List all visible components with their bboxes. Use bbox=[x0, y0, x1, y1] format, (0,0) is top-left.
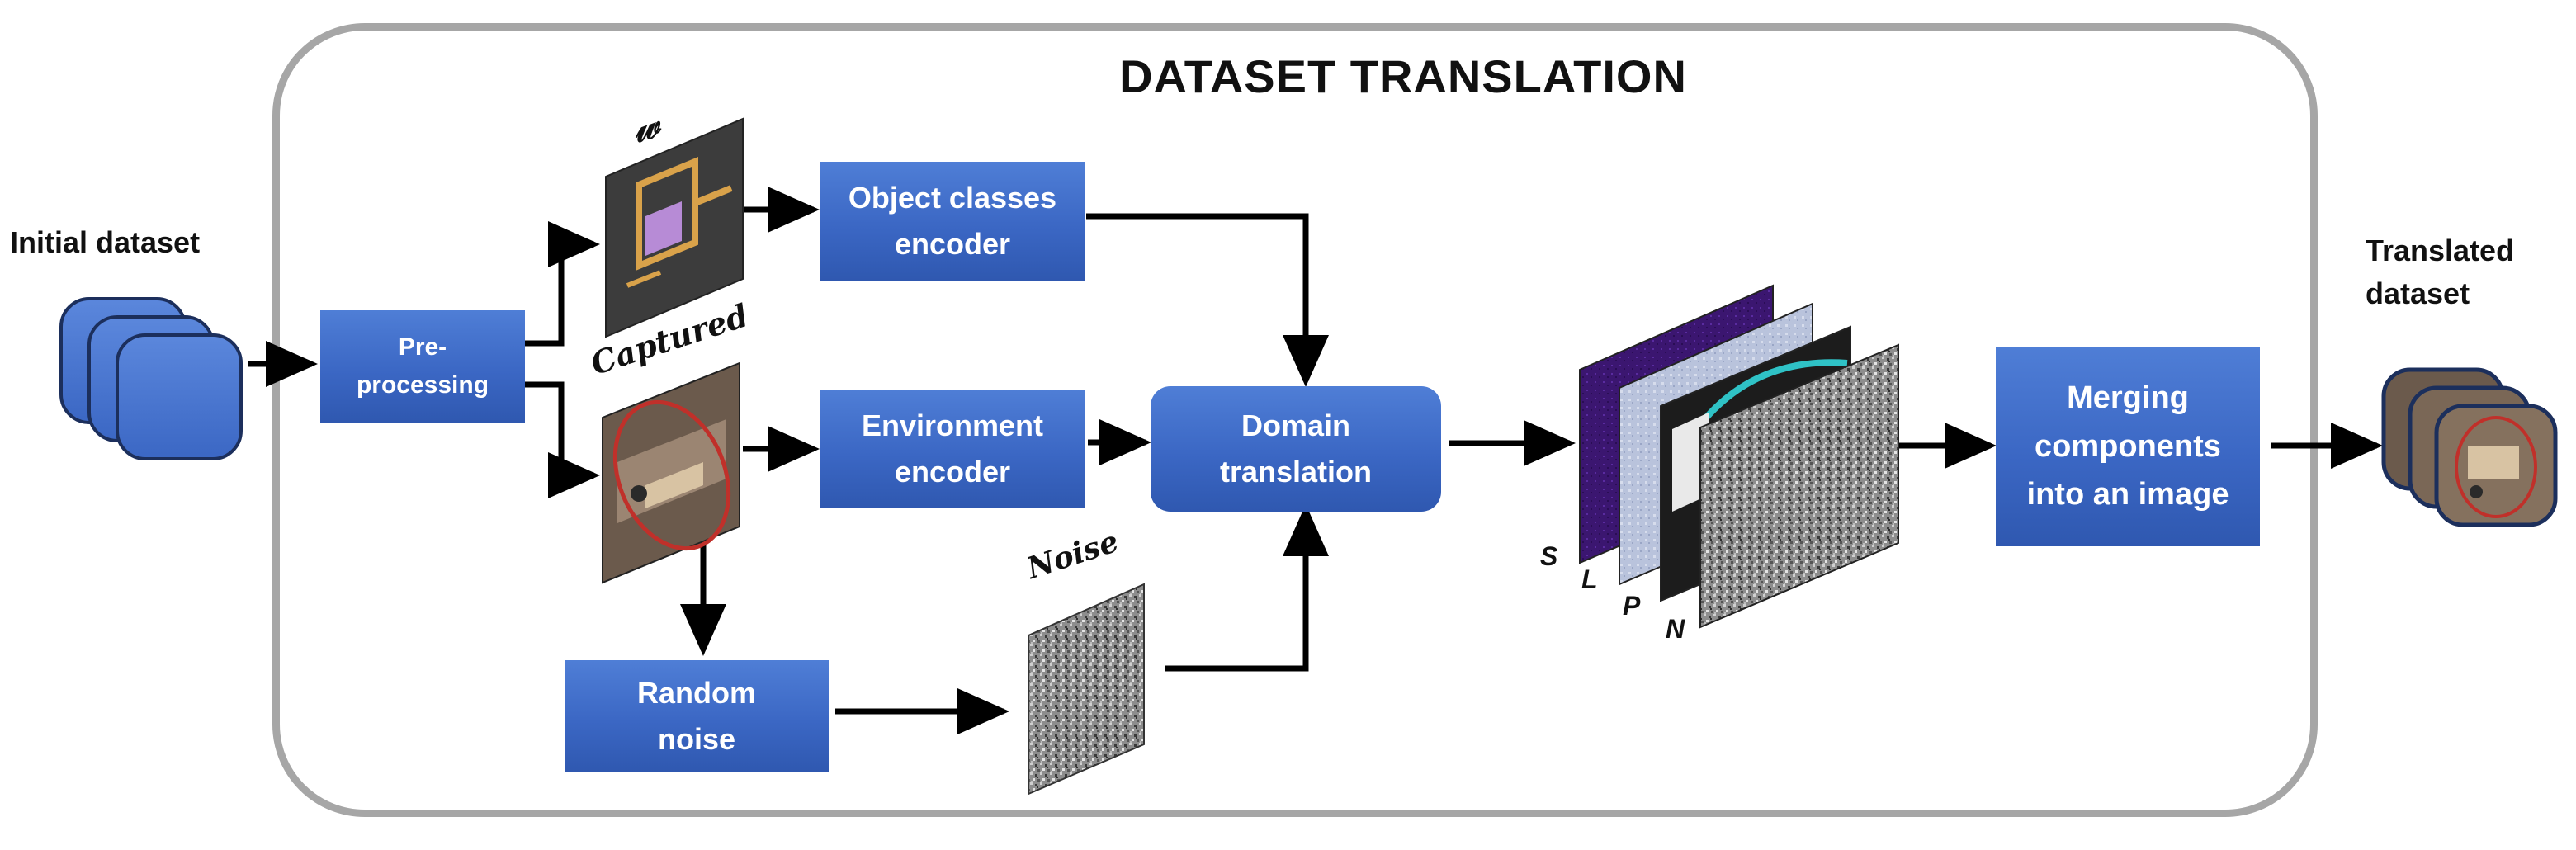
translated-dataset-stack-icon bbox=[2381, 367, 2558, 527]
initial-dataset-stack-icon bbox=[59, 297, 243, 460]
captured-image bbox=[602, 361, 740, 584]
preprocessing-box: Pre- processing bbox=[320, 310, 525, 423]
random-noise-box: Random noise bbox=[565, 660, 829, 772]
layer-label-p: P bbox=[1623, 591, 1641, 621]
initial-dataset-label: Initial dataset bbox=[10, 225, 201, 259]
object-classes-encoder-box: Object classes encoder bbox=[820, 162, 1085, 281]
noise-image bbox=[1028, 583, 1145, 796]
layer-label-n: N bbox=[1666, 614, 1685, 644]
translated-dataset-label: Translated dataset bbox=[2366, 234, 2515, 311]
flow-arrows bbox=[248, 187, 2383, 734]
layer-label-s: S bbox=[1540, 541, 1558, 571]
dataset-translation-frame bbox=[272, 23, 2318, 817]
diagram-title: DATASET TRANSLATION bbox=[1119, 50, 1687, 102]
layered-components-images bbox=[1579, 284, 1899, 629]
layer-label-l: L bbox=[1581, 564, 1598, 594]
merging-components-box: Merging components into an image bbox=[1996, 347, 2260, 546]
environment-encoder-box: Environment encoder bbox=[820, 390, 1085, 508]
w-image bbox=[605, 117, 744, 338]
domain-translation-box: Domain translation bbox=[1151, 386, 1441, 512]
